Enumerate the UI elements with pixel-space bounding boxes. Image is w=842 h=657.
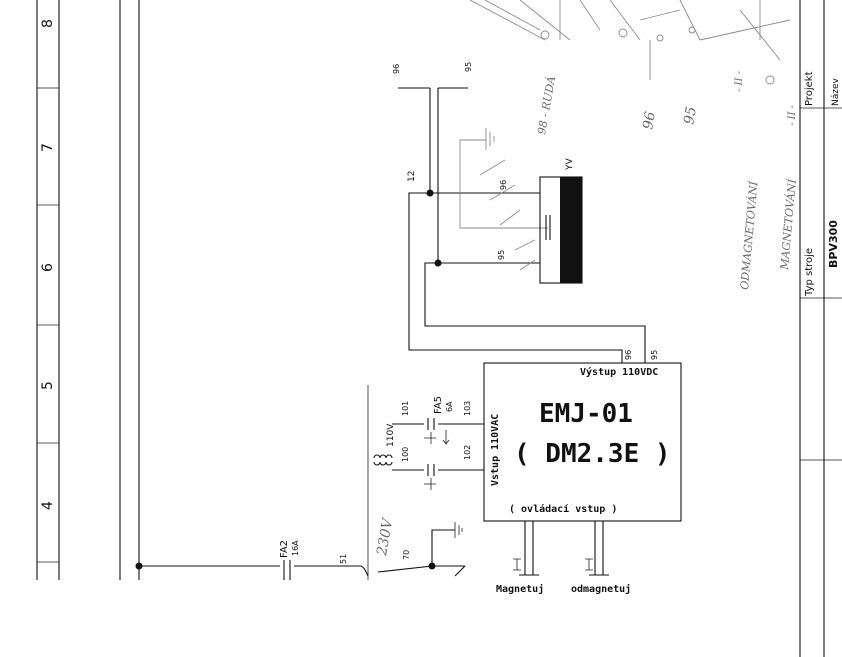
wire-101: 101 xyxy=(401,401,410,416)
voltage-230v: 230V xyxy=(374,516,397,558)
yv-solenoid: YV xyxy=(539,158,583,284)
module-name: EMJ-01 xyxy=(539,399,633,429)
title-block: Projekt Název Typ stroje BPV300 xyxy=(799,0,842,657)
fa5-transformer: 110V 101 100 FA5 6A 103 102 xyxy=(373,396,484,490)
handwritten-magnetovani: MAGNETOVÁNÍ xyxy=(777,178,799,271)
module-model: ( DM2.3E ) xyxy=(514,439,671,469)
handwritten-dash-2: - II - xyxy=(787,104,798,126)
fa5-rating: 6A xyxy=(445,401,454,412)
bus-lines xyxy=(119,0,369,580)
module-input-label: Vstup 110VAC xyxy=(490,414,501,486)
frame-number-8: 8 xyxy=(40,19,56,28)
fa2-label: FA2 xyxy=(279,540,290,558)
scan-sketch: 98 - RUDÁ 96 95 - II - - II - ODMAGNETOV… xyxy=(469,0,799,290)
magnetize-button-label: Magnetuj xyxy=(496,583,544,595)
frame-number-6: 6 xyxy=(40,263,56,272)
voltage-110v: 110V xyxy=(386,423,396,447)
emj-module: Výstup 110VDC Vstup 110VAC EMJ-01 ( DM2.… xyxy=(483,362,682,522)
wire-96-bottom: 96 xyxy=(624,350,633,360)
wire-95-top: 95 xyxy=(464,62,473,72)
handwritten-dash-1: - II - xyxy=(734,70,745,92)
module-output-label: Výstup 110VDC xyxy=(580,366,658,378)
wire-100: 100 xyxy=(401,447,410,462)
left-frame: 8 7 6 5 4 xyxy=(36,0,60,580)
wire-102: 102 xyxy=(463,445,472,460)
typ-stroje-label: Typ stroje xyxy=(804,248,815,297)
frame-number-5: 5 xyxy=(40,381,56,390)
ground-symbols xyxy=(459,128,551,240)
frame-number-4: 4 xyxy=(40,501,56,510)
pushbuttons: Magnetuj odmagnetuj xyxy=(496,521,631,595)
nazev-label: Název xyxy=(831,77,841,106)
wire-96-yv: 96 xyxy=(499,180,508,190)
output-wiring: 96 95 96 95 12 96 95 xyxy=(392,62,659,363)
machine-type: BPV300 xyxy=(827,220,840,268)
yv-label: YV xyxy=(565,158,575,171)
node-12-label: 12 xyxy=(407,171,417,182)
handwritten-95: 95 xyxy=(681,105,700,125)
wire-95-bottom: 95 xyxy=(650,350,659,360)
wire-70: 70 xyxy=(402,550,411,560)
handwritten-96: 96 xyxy=(640,110,659,130)
wire-51: 51 xyxy=(339,554,348,564)
node-96-dot xyxy=(426,189,434,197)
feed-230v: 230V 70 xyxy=(374,516,466,577)
fa2-rating: 16A xyxy=(291,540,300,556)
wire-95-yv: 95 xyxy=(497,250,506,260)
module-control-label: ( ovládací vstup ) xyxy=(509,503,617,515)
wire-96-top: 96 xyxy=(392,64,401,74)
fa5-label: FA5 xyxy=(433,396,444,414)
fa2-breaker: FA2 16A 51 xyxy=(270,540,369,580)
node-95-dot xyxy=(434,259,442,267)
wire-103: 103 xyxy=(463,401,472,416)
handwritten-rud: 98 - RUDÁ xyxy=(534,75,558,136)
projekt-label: Projekt xyxy=(804,71,815,106)
demagnetize-button-label: odmagnetuj xyxy=(571,583,631,595)
handwritten-odmagnetovani: ODMAGNETOVÁNÍ xyxy=(737,180,760,290)
frame-number-7: 7 xyxy=(40,143,56,152)
